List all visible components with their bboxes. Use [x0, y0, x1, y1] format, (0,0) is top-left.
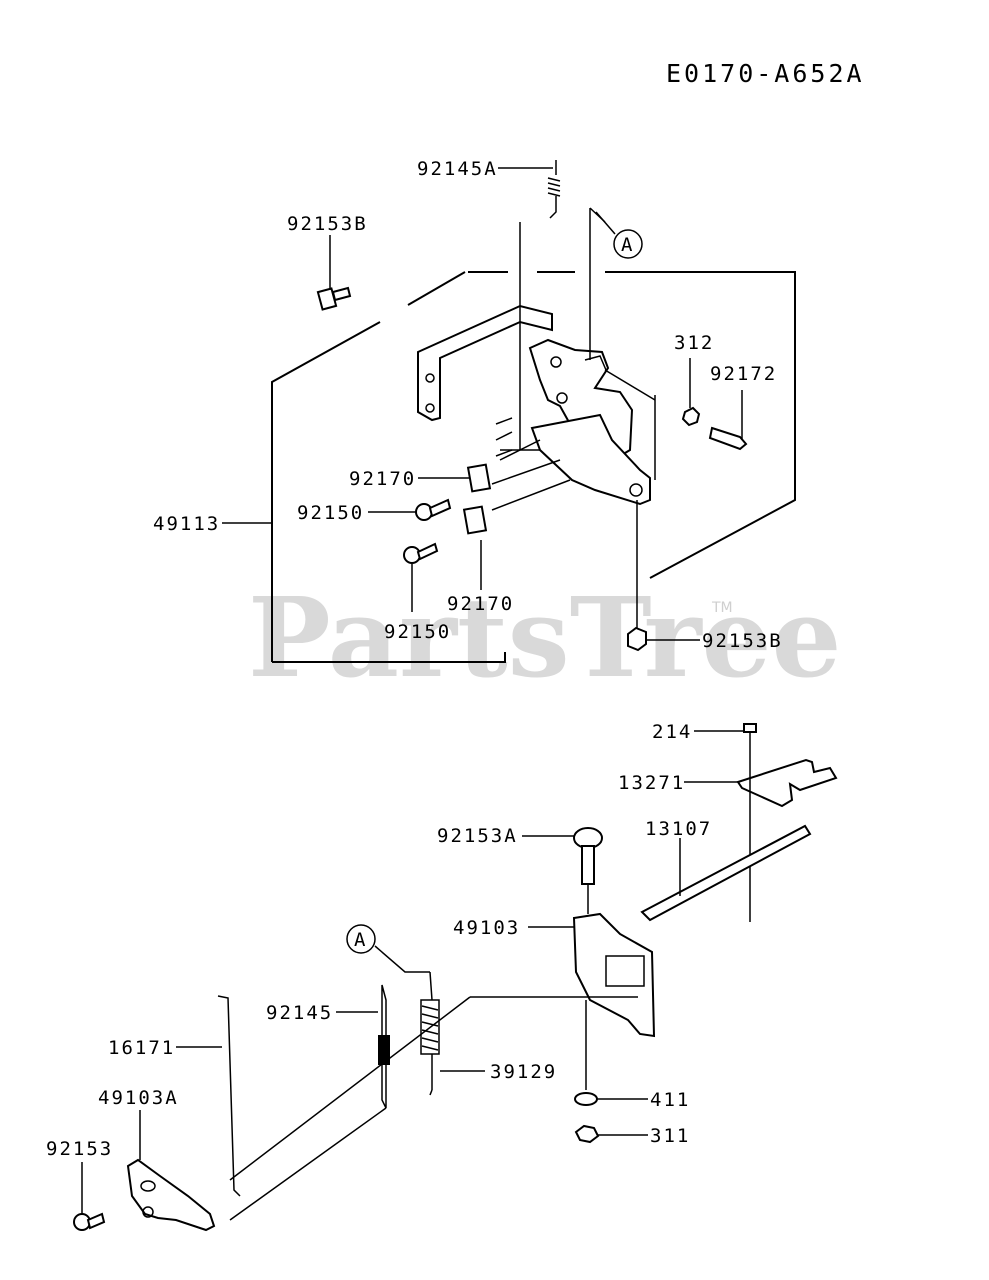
plate-13271 [736, 758, 838, 808]
screw-214 [743, 723, 757, 733]
watermark-trademark: TM [711, 600, 733, 616]
shaft-13107 [640, 824, 812, 922]
label-92153B-bottom: 92153B [702, 630, 783, 652]
lever-arm [530, 413, 651, 506]
clip-92170-a [466, 463, 492, 493]
callout-a-upper-letter: A [621, 234, 634, 256]
label-92172: 92172 [710, 363, 777, 385]
nut-311 [574, 1124, 600, 1144]
label-92150-b: 92150 [384, 621, 451, 643]
label-92145A: 92145A [417, 158, 498, 180]
rod-16171 [217, 995, 241, 1197]
label-13107: 13107 [645, 818, 712, 840]
label-311: 311 [650, 1125, 690, 1147]
bolt-92153 [73, 1212, 106, 1231]
bolt-92153A-shank [581, 845, 595, 885]
lever-49103A [126, 1158, 216, 1232]
label-214: 214 [652, 721, 692, 743]
label-49113: 49113 [153, 513, 220, 535]
nut-312 [681, 406, 701, 427]
label-92170-a: 92170 [349, 468, 416, 490]
label-92150-a: 92150 [297, 502, 364, 524]
callout-a-upper [613, 229, 643, 259]
group-frame-right [605, 271, 796, 579]
label-92153: 92153 [46, 1138, 113, 1160]
spring-39129 [429, 971, 433, 1096]
bolt-92150-b [403, 542, 439, 564]
screw-92172 [708, 426, 748, 451]
lever-49103 [572, 912, 656, 1038]
spring-39129-coil [420, 999, 440, 1055]
label-16171: 16171 [108, 1037, 175, 1059]
callout-a-lower-letter: A [354, 929, 367, 951]
label-49103: 49103 [453, 917, 520, 939]
label-13271: 13271 [618, 772, 685, 794]
label-49103A: 49103A [98, 1087, 179, 1109]
label-92153A: 92153A [437, 825, 518, 847]
label-312: 312 [674, 332, 714, 354]
spring-92145-coil [378, 1035, 390, 1065]
bracket-plate [417, 304, 553, 422]
label-92170-b: 92170 [447, 593, 514, 615]
group-frame-bottom [272, 652, 506, 663]
label-92153B-top: 92153B [287, 213, 368, 235]
clip-92170-b [462, 505, 488, 535]
upper-assembly: A [222, 160, 796, 663]
callout-a-lower [346, 924, 376, 954]
part-labels: 92145A 92153B 312 92172 92170 92150 4911… [46, 158, 783, 1160]
bolt-92153B-top [316, 286, 352, 311]
washer-411 [574, 1092, 598, 1106]
lower-assembly: A [73, 723, 838, 1232]
label-39129: 39129 [490, 1061, 557, 1083]
bolt-92153B-bottom [627, 500, 647, 652]
diagram-code: E0170-A652A [666, 59, 865, 88]
label-411: 411 [650, 1089, 690, 1111]
label-92145: 92145 [266, 1002, 333, 1024]
bolt-92150-a [415, 498, 452, 521]
watermark: PartsTree [248, 573, 842, 702]
group-frame-left [271, 321, 381, 662]
spring-92145A [547, 160, 561, 219]
